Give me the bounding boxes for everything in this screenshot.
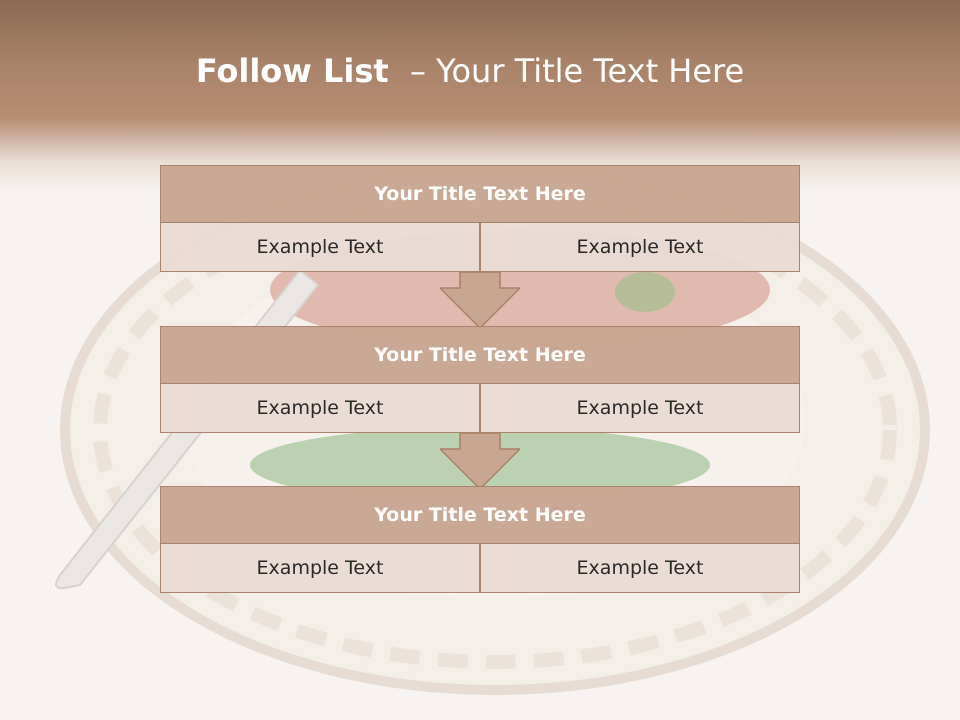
block-cell-left: Example Text [160,383,480,433]
list-block-1: Your Title Text Here Example Text Exampl… [160,165,800,272]
block-cell-right: Example Text [480,222,800,272]
header-band [0,0,960,190]
block-cell-right: Example Text [480,383,800,433]
slide-title: Follow List – Your Title Text Here [0,52,940,90]
block-title: Your Title Text Here [160,486,800,544]
block-cell-left: Example Text [160,222,480,272]
herb-garnish [615,272,675,312]
block-cell-left: Example Text [160,543,480,593]
list-block-2: Your Title Text Here Example Text Exampl… [160,326,800,433]
title-bold: Follow List [195,52,400,90]
block-cell-right: Example Text [480,543,800,593]
block-title: Your Title Text Here [160,165,800,223]
list-block-3: Your Title Text Here Example Text Exampl… [160,486,800,593]
down-arrow-2 [440,433,520,489]
down-arrow-1 [440,272,520,328]
title-rest: – Your Title Text Here [399,52,745,90]
block-title: Your Title Text Here [160,326,800,384]
